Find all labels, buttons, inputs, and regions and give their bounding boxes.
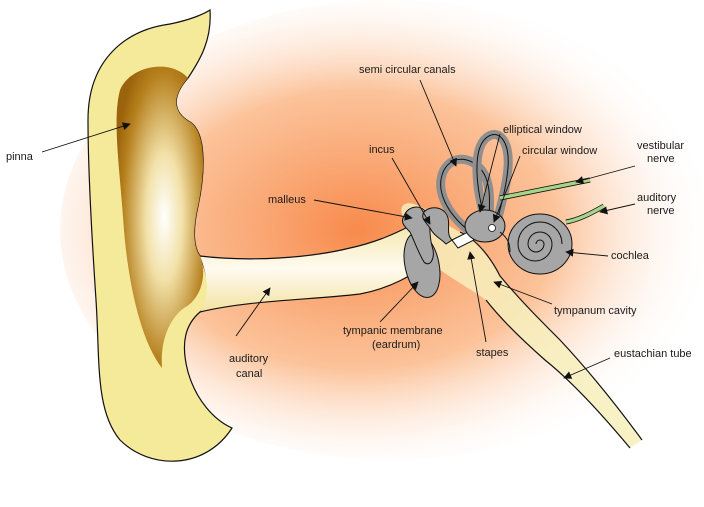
label-auditory-canal-2: canal — [236, 368, 262, 380]
label-malleus: malleus — [268, 194, 306, 206]
eustachian-tube-lower — [485, 299, 631, 449]
label-vestibular-nerve-2: nerve — [647, 153, 675, 165]
label-auditory-canal-1: auditory — [229, 353, 269, 365]
label-elliptical-window: elliptical window — [503, 124, 582, 136]
label-auditory-nerve-2: nerve — [647, 205, 675, 217]
cochlea-shape — [507, 213, 573, 275]
vestibule-shape — [464, 209, 506, 243]
label-cochlea: cochlea — [611, 250, 650, 262]
canal-upper-wall — [199, 225, 411, 260]
cochlea-connector — [499, 231, 511, 253]
circular-window-shape — [488, 224, 496, 232]
label-circular-window: circular window — [522, 145, 597, 157]
label-vestibular-nerve-1: vestibular — [637, 140, 684, 152]
label-stapes: stapes — [476, 347, 509, 359]
label-semi-circular-canals: semi circular canals — [359, 64, 456, 76]
label-auditory-nerve-1: auditory — [637, 192, 677, 204]
label-tympanic-membrane-1: tympanic membrane — [343, 325, 443, 337]
label-pinna: pinna — [6, 151, 34, 163]
stapes-shape — [451, 231, 475, 249]
pinna-inner-shape — [116, 66, 204, 369]
tympanum-cavity-shape — [401, 203, 642, 448]
label-tympanic-membrane-2: (eardrum) — [372, 339, 420, 351]
leader-lines — [41, 79, 636, 379]
eustachian-tube-upper — [459, 231, 643, 441]
label-eustachian-tube: eustachian tube — [614, 348, 692, 360]
label-incus: incus — [369, 144, 395, 156]
label-tympanum-cavity: tympanum cavity — [554, 305, 637, 317]
